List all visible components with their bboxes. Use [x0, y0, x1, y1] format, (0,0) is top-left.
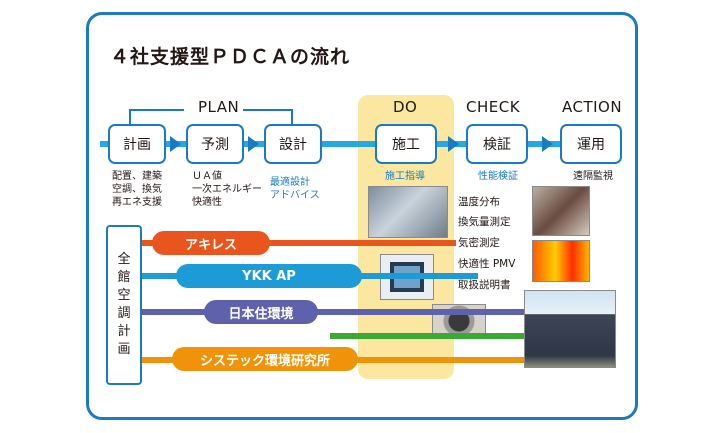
process-flow-line [100, 141, 620, 147]
phase-plan: PLAN [198, 98, 240, 116]
check-item: 気密測定 [458, 237, 500, 249]
phase-check: CHECK [466, 98, 521, 116]
note-seko: 施工指導 [385, 171, 425, 182]
arrow-icon [448, 136, 459, 152]
plan-bracket-right [243, 109, 293, 125]
check-item: 快適性 PMV [458, 258, 516, 270]
plan-bracket-left [129, 109, 184, 125]
note-sekkei: 最適設計アドバイス [270, 177, 320, 201]
whole-house-ac-plan-label: 全館空 調計画 [106, 225, 142, 385]
note-unyo: 遠隔監視 [573, 171, 613, 182]
arrow-icon [170, 136, 181, 152]
phase-do: DO [393, 98, 418, 116]
check-item: 取扱説明書 [458, 279, 511, 291]
note-yosoku: ＵＡ値一次エネルギー快適性 [192, 171, 262, 208]
step-keikaku: 計画 [108, 124, 166, 164]
step-kensho: 検証 [466, 124, 528, 164]
company-bar-green [330, 333, 524, 339]
step-unyo: 運用 [560, 124, 622, 164]
arrow-icon [248, 136, 259, 152]
step-yosoku: 予測 [186, 124, 244, 164]
company-bar-achilles [142, 240, 456, 246]
company-systech: システック環境研究所 [172, 347, 358, 371]
arrow-icon [542, 136, 553, 152]
note-kensho: 性能検証 [478, 171, 518, 182]
step-sekkei: 設計 [264, 124, 322, 164]
check-item: 温度分布 [458, 196, 500, 208]
diagram-title: ４社支援型ＰＤＣＡの流れ [110, 46, 351, 68]
house-photo [524, 290, 616, 368]
thermography-device-photo [532, 186, 590, 236]
company-achilles: アキレス [152, 231, 270, 255]
phase-action: ACTION [562, 98, 623, 116]
check-item: 換気量測定 [458, 216, 511, 228]
note-keikaku: 配置、建築空調、換気再エネ支援 [112, 171, 162, 208]
step-seko: 施工 [375, 124, 437, 164]
company-bar-nihon-jukankyo [142, 309, 524, 315]
company-nihon-jukankyo: 日本住環境 [204, 300, 318, 324]
company-ykkap: YKK AP [176, 264, 362, 288]
construction-photo [368, 186, 448, 238]
thermal-image-photo [532, 240, 590, 282]
